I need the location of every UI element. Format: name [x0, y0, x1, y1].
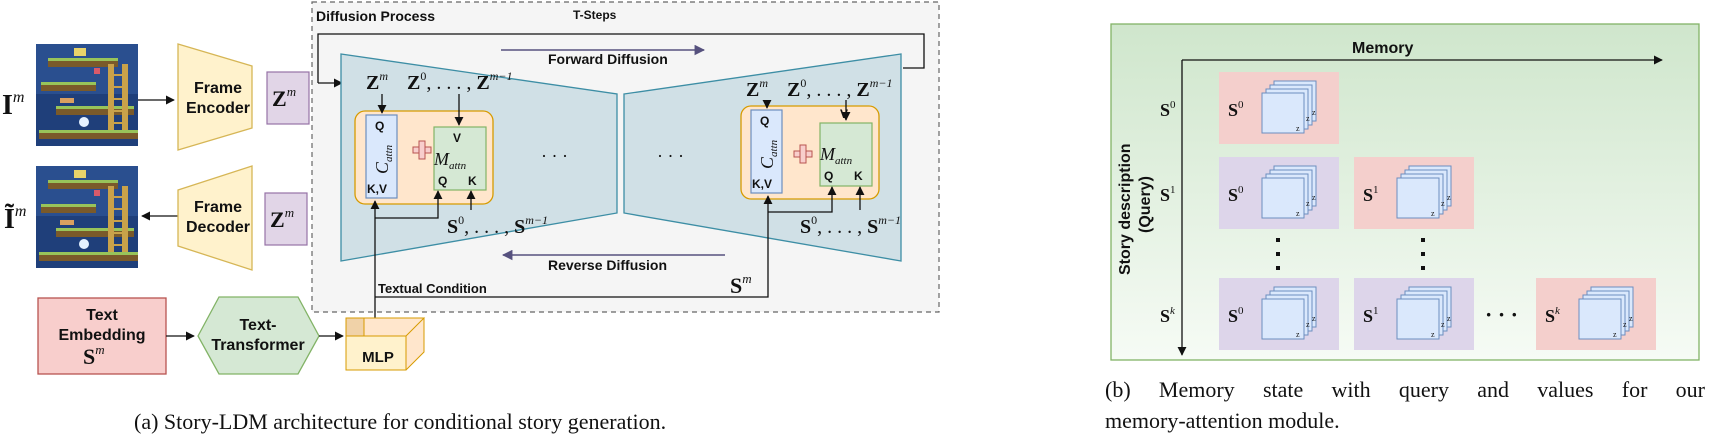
m-attn-right-label: Mattn — [819, 144, 853, 167]
latent-encoded-label: Zm — [272, 84, 296, 111]
c-attn-right-kv: K,V — [752, 177, 772, 191]
attn-left-sseq: S0, . . . , Sm−1 — [447, 213, 548, 238]
memory-cell-label: S1 — [1363, 305, 1379, 326]
attention-block-right: Zm Z0, . . . , Zm−1 Q K,V Cattn V Mattn … — [740, 76, 901, 238]
encoder-ellipsis: · · · — [541, 146, 568, 166]
memory-cell-label: S1 — [1363, 184, 1379, 205]
attn-right-zm: Zm — [746, 76, 768, 101]
decoder-ellipsis: · · · — [657, 146, 684, 166]
c-attn-left-label: Cattn — [372, 144, 395, 174]
c-attn-left-kv: K,V — [367, 182, 387, 196]
arrow-cond-to-q-right — [768, 186, 837, 213]
text-embedding-block — [37, 297, 167, 375]
m-attn-left-v: V — [453, 131, 461, 145]
memory-cell-label: S0 — [1228, 184, 1244, 205]
horizontal-dots: · · · — [1485, 302, 1518, 327]
c-attn-right-box — [750, 109, 783, 194]
mlp-label: MLP — [362, 349, 394, 366]
row-label-s0: S0 — [1160, 99, 1176, 120]
latent-stack — [1396, 165, 1452, 219]
c-attn-right-q: Q — [760, 114, 769, 128]
vertical-dots — [1276, 238, 1425, 270]
frame-encoder-block — [177, 43, 253, 151]
m-attn-left-box — [433, 126, 487, 191]
add-plus-right — [793, 144, 813, 164]
attention-block-left: Zm Z0, . . . , Zm−1 Q K,V Cattn V Mattn … — [354, 69, 548, 238]
m-attn-right-box — [819, 122, 873, 187]
caption-b-line1: (b) Memory state with query and values f… — [1105, 377, 1705, 402]
sm-condition-label: Sm — [730, 271, 752, 298]
m-attn-left-label: Mattn — [433, 149, 467, 172]
latent-stack — [1261, 80, 1317, 134]
t-steps-loop-line — [317, 33, 925, 83]
textual-condition-label: Textual Condition — [378, 281, 487, 296]
c-attn-left-q: Q — [375, 119, 384, 133]
attn-right-sseq: S0, . . . , Sm−1 — [800, 213, 901, 238]
cond-line-right — [375, 195, 773, 298]
output-frame-label: Ĩm — [4, 203, 26, 235]
m-attn-left-q: Q — [438, 174, 447, 188]
add-plus-left — [412, 140, 432, 160]
query-axis-label-2: (Query) — [1137, 176, 1154, 233]
mlp-block: MLP — [345, 317, 426, 371]
input-frame-image — [36, 44, 138, 146]
c-attn-left-box — [365, 114, 398, 199]
attn-left-zm: Zm — [366, 69, 388, 94]
forward-diffusion-label: Forward Diffusion — [548, 51, 668, 67]
latent-encoded-block — [266, 71, 310, 125]
latent-decoded-block — [264, 192, 308, 246]
memory-cell-label: Sk — [1545, 305, 1561, 326]
row-label-sk: Sk — [1160, 305, 1176, 326]
text-transformer-label: Text-Transformer — [211, 317, 304, 354]
attn-left-zseq: Z0, . . . , Zm−1 — [407, 69, 512, 94]
latent-decoded-label: Zm — [270, 205, 294, 232]
latent-stack — [1396, 286, 1452, 340]
frame-decoder-block — [177, 165, 253, 271]
t-steps-label: T-Steps — [573, 8, 617, 22]
arrow-cond-to-q-left — [375, 190, 443, 219]
query-axis-label: Story description — [1117, 143, 1134, 275]
memory-cell-label: S0 — [1228, 305, 1244, 326]
text-embedding-s: Sm — [83, 342, 105, 369]
input-frame-label: Im — [2, 89, 24, 121]
caption-b-line2: memory-attention module. — [1105, 408, 1340, 433]
latent-stack — [1261, 165, 1317, 219]
latent-stack — [1261, 286, 1317, 340]
panel-b: Memory Story description (Query) S0 S1 S… — [1110, 23, 1700, 361]
row-label-s1: S1 — [1160, 184, 1176, 205]
attn-right-zseq: Z0, . . . , Zm−1 — [787, 76, 892, 101]
memory-cell-label: S0 — [1228, 99, 1244, 120]
output-frame-image — [36, 166, 138, 268]
text-transformer-block — [197, 296, 320, 375]
latent-stack — [1578, 286, 1634, 340]
m-attn-right-v: V — [840, 107, 848, 121]
m-attn-right-k: K — [854, 169, 863, 183]
c-attn-right-label: Cattn — [757, 139, 780, 169]
m-attn-left-k: K — [468, 174, 477, 188]
reverse-diffusion-label: Reverse Diffusion — [548, 257, 667, 273]
m-attn-right-q: Q — [824, 169, 833, 183]
diffusion-process-label: Diffusion Process — [316, 8, 435, 24]
memory-axis-label: Memory — [1352, 40, 1413, 57]
caption-a: (a) Story-LDM architecture for condition… — [134, 409, 667, 434]
